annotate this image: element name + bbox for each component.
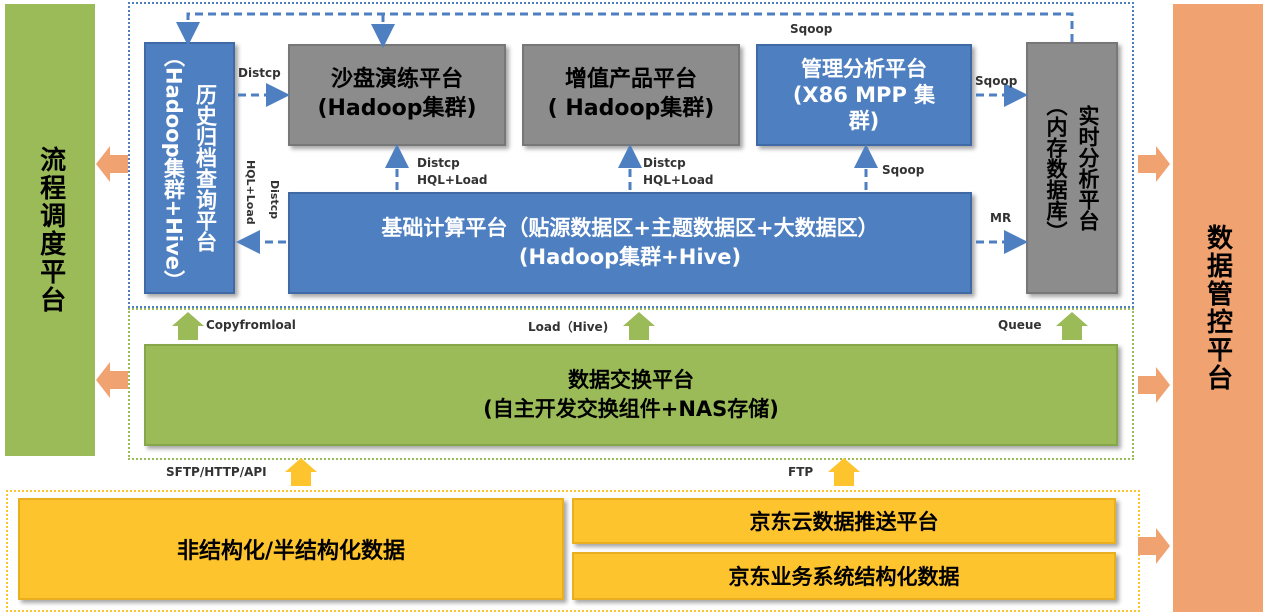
hql-load-rotated-label: HQL+Load <box>244 160 257 225</box>
value-added-title: 增值产品平台 <box>564 67 697 93</box>
distcp-label-1: Distcp <box>417 156 460 170</box>
management-analytics-platform: 管理分析平台 (X86 MPP 集 群) <box>756 44 972 146</box>
distcp-left-label: Distcp <box>238 66 281 80</box>
realtime-analytics-platform: 实时分析平台 （内存数据库） <box>1026 42 1118 294</box>
jd-business-label: 京东业务系统结构化数据 <box>728 565 960 589</box>
history-archive-subtitle: （Hadoop集群+Hive） <box>161 45 186 291</box>
to-scheduler-arrow-2 <box>96 362 128 398</box>
value-added-subtitle: ( Hadoop集群) <box>547 96 715 121</box>
sqoop-mid-label: Sqoop <box>882 163 925 177</box>
data-governance-panel: 数据管控平台 <box>1173 4 1263 612</box>
distcp-label-2: Distcp <box>643 156 686 170</box>
compute-frame <box>128 2 1134 308</box>
management-analytics-title: 管理分析平台 <box>801 56 927 81</box>
sftp-arrow <box>285 458 317 486</box>
queue-label: Queue <box>998 318 1042 332</box>
ftp-arrow <box>828 458 860 486</box>
base-compute-subtitle: (Hadoop集群+Hive) <box>518 245 742 269</box>
ftp-label: FTP <box>788 465 814 479</box>
sandbox-platform: 沙盘演练平台 (Hadoop集群) <box>288 44 506 146</box>
to-governance-arrow-1 <box>1138 146 1170 182</box>
to-scheduler-arrow-1 <box>96 146 128 182</box>
jd-cloud-push-label: 京东云数据推送平台 <box>749 510 939 534</box>
distcp-rotated-label: Distcp <box>268 180 281 220</box>
to-governance-arrow-3 <box>1138 528 1170 564</box>
value-added-platform: 增值产品平台 ( Hadoop集群) <box>522 44 740 146</box>
realtime-analytics-subtitle: （内存数据库） <box>1044 94 1068 242</box>
jd-cloud-push-platform: 京东云数据推送平台 <box>572 498 1116 544</box>
sqoop-top-label: Sqoop <box>790 22 833 36</box>
data-exchange-platform: 数据交换平台 (自主开发交换组件+NAS存储) <box>144 344 1118 446</box>
load-hive-label: Load（Hive) <box>528 320 609 334</box>
workflow-scheduling-panel: 流程调度平台 <box>5 4 95 456</box>
data-exchange-title: 数据交换平台 <box>568 367 694 392</box>
base-compute-platform: 基础计算平台（贴源数据区+主题数据区+大数据区） (Hadoop集群+Hive) <box>288 192 972 294</box>
hql-load-label-2: HQL+Load <box>643 173 714 187</box>
data-governance-label: 数据管控平台 <box>1202 224 1233 392</box>
sandbox-subtitle: (Hadoop集群) <box>317 96 477 121</box>
management-analytics-subtitle: (X86 MPP 集 <box>792 82 936 107</box>
workflow-scheduling-label: 流程调度平台 <box>35 146 66 314</box>
data-exchange-subtitle: (自主开发交换组件+NAS存储) <box>483 397 779 421</box>
sftp-label: SFTP/HTTP/API <box>166 465 267 479</box>
mr-label: MR <box>990 211 1012 225</box>
realtime-analytics-title: 实时分析平台 <box>1076 105 1100 231</box>
to-governance-arrow-2 <box>1138 367 1170 403</box>
jd-business-structured-data: 京东业务系统结构化数据 <box>572 552 1116 600</box>
sandbox-title: 沙盘演练平台 <box>330 67 463 93</box>
management-analytics-subtitle-2: 群) <box>848 109 880 134</box>
exchange-frame <box>128 308 1134 460</box>
hql-load-label-1: HQL+Load <box>417 173 488 187</box>
base-compute-title: 基础计算平台（贴源数据区+主题数据区+大数据区） <box>381 215 879 240</box>
copyfromloal-label: Copyfromloal <box>206 318 296 332</box>
unstructured-data-label: 非结构化/半结构化数据 <box>176 539 406 564</box>
unstructured-data-source: 非结构化/半结构化数据 <box>18 498 564 600</box>
history-archive-title: 历史归档查询平台 <box>193 84 218 252</box>
sqoop-right-label: Sqoop <box>975 74 1018 88</box>
history-archive-platform: 历史归档查询平台 （Hadoop集群+Hive） <box>144 42 235 294</box>
